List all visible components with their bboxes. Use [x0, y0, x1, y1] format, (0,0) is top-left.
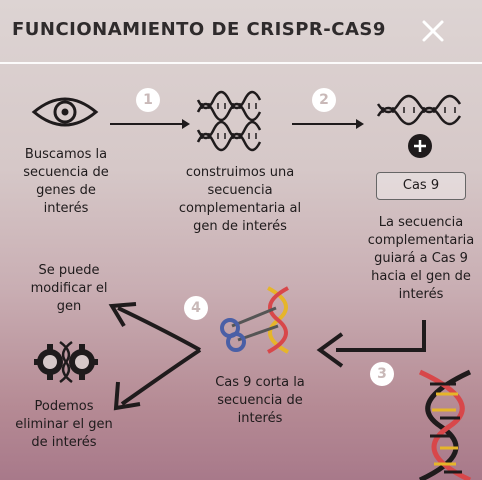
step-4-badge: 4: [184, 296, 208, 320]
step-1-badge: 1: [136, 88, 160, 112]
remove-option-text: Podemos eliminar el gen de interés: [15, 399, 113, 450]
header-divider: [0, 62, 482, 64]
arrow-right-icon: [292, 119, 364, 129]
build-step-text: construimos una secuencia complementaria…: [178, 165, 302, 234]
dna-strand-icon: [196, 90, 262, 122]
header: FUNCIONAMIENTO DE CRISPR-CAS9: [0, 0, 482, 62]
search-step-text: Buscamos la secuencia de genes de interé…: [23, 147, 109, 216]
dna-decoration-icon: [418, 369, 472, 480]
gear-dna-icon: [34, 340, 98, 384]
arrow-right-icon: [110, 119, 190, 129]
arrow-left-icon: [316, 320, 426, 368]
branch-arrows-icon: [108, 302, 202, 411]
guide-step-text: La secuencia complementaria guiará a Cas…: [367, 215, 475, 302]
dna-strand-icon: [376, 94, 462, 126]
cas9-label-box: Cas 9: [376, 172, 466, 200]
eye-icon: [31, 97, 99, 127]
step-2-badge: 2: [312, 88, 336, 112]
cut-step-text: Cas 9 corta la secuencia de interés: [215, 375, 305, 426]
plus-icon: [408, 134, 432, 158]
modify-option-text: Se puede modificar el gen: [30, 263, 108, 314]
scissors-dna-icon: [220, 286, 289, 354]
close-icon[interactable]: [418, 16, 448, 46]
page-title: FUNCIONAMIENTO DE CRISPR-CAS9: [12, 19, 386, 40]
dna-strand-icon: [196, 120, 262, 152]
step-3-badge: 3: [370, 362, 394, 386]
